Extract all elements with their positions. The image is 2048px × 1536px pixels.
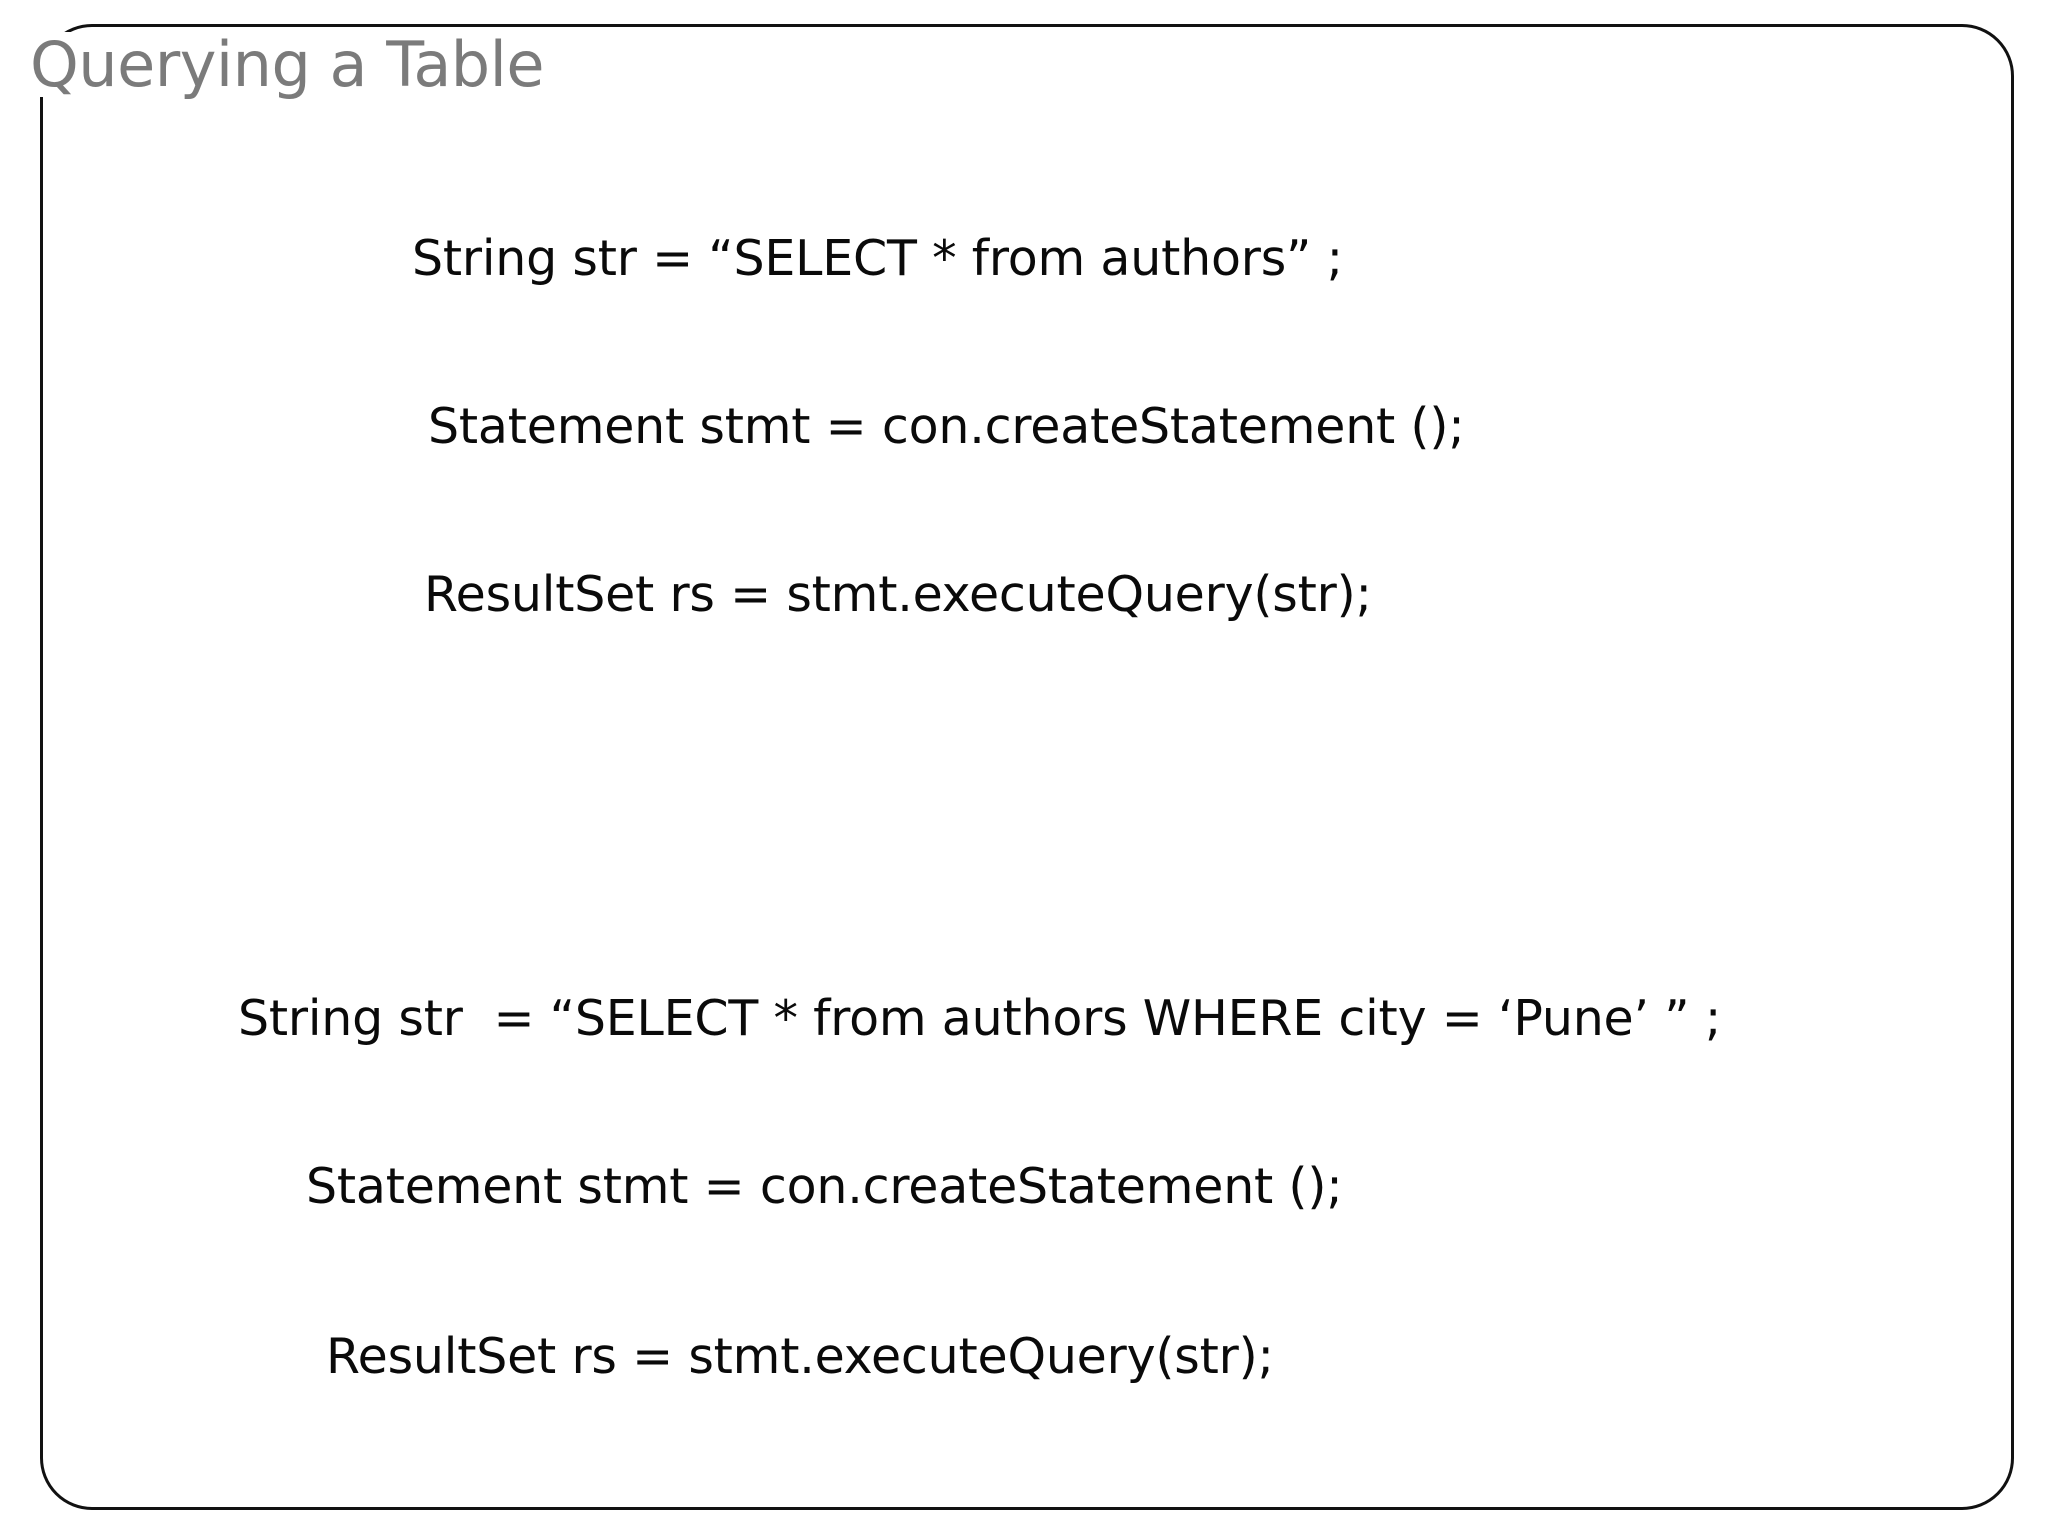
- code-line: String str = “SELECT * from authors” ;: [412, 230, 1343, 287]
- code-line: ResultSet rs = stmt.executeQuery(str);: [424, 566, 1372, 623]
- page-title: Querying a Table: [26, 32, 555, 97]
- code-line: Statement stmt = con.createStatement ();: [428, 398, 1465, 455]
- code-line: Statement stmt = con.createStatement ();: [306, 1158, 1343, 1215]
- code-line: String str = “SELECT * from authors WHER…: [238, 990, 1722, 1047]
- code-line: ResultSet rs = stmt.executeQuery(str);: [326, 1328, 1274, 1385]
- slide-border-frame: [40, 24, 2014, 1510]
